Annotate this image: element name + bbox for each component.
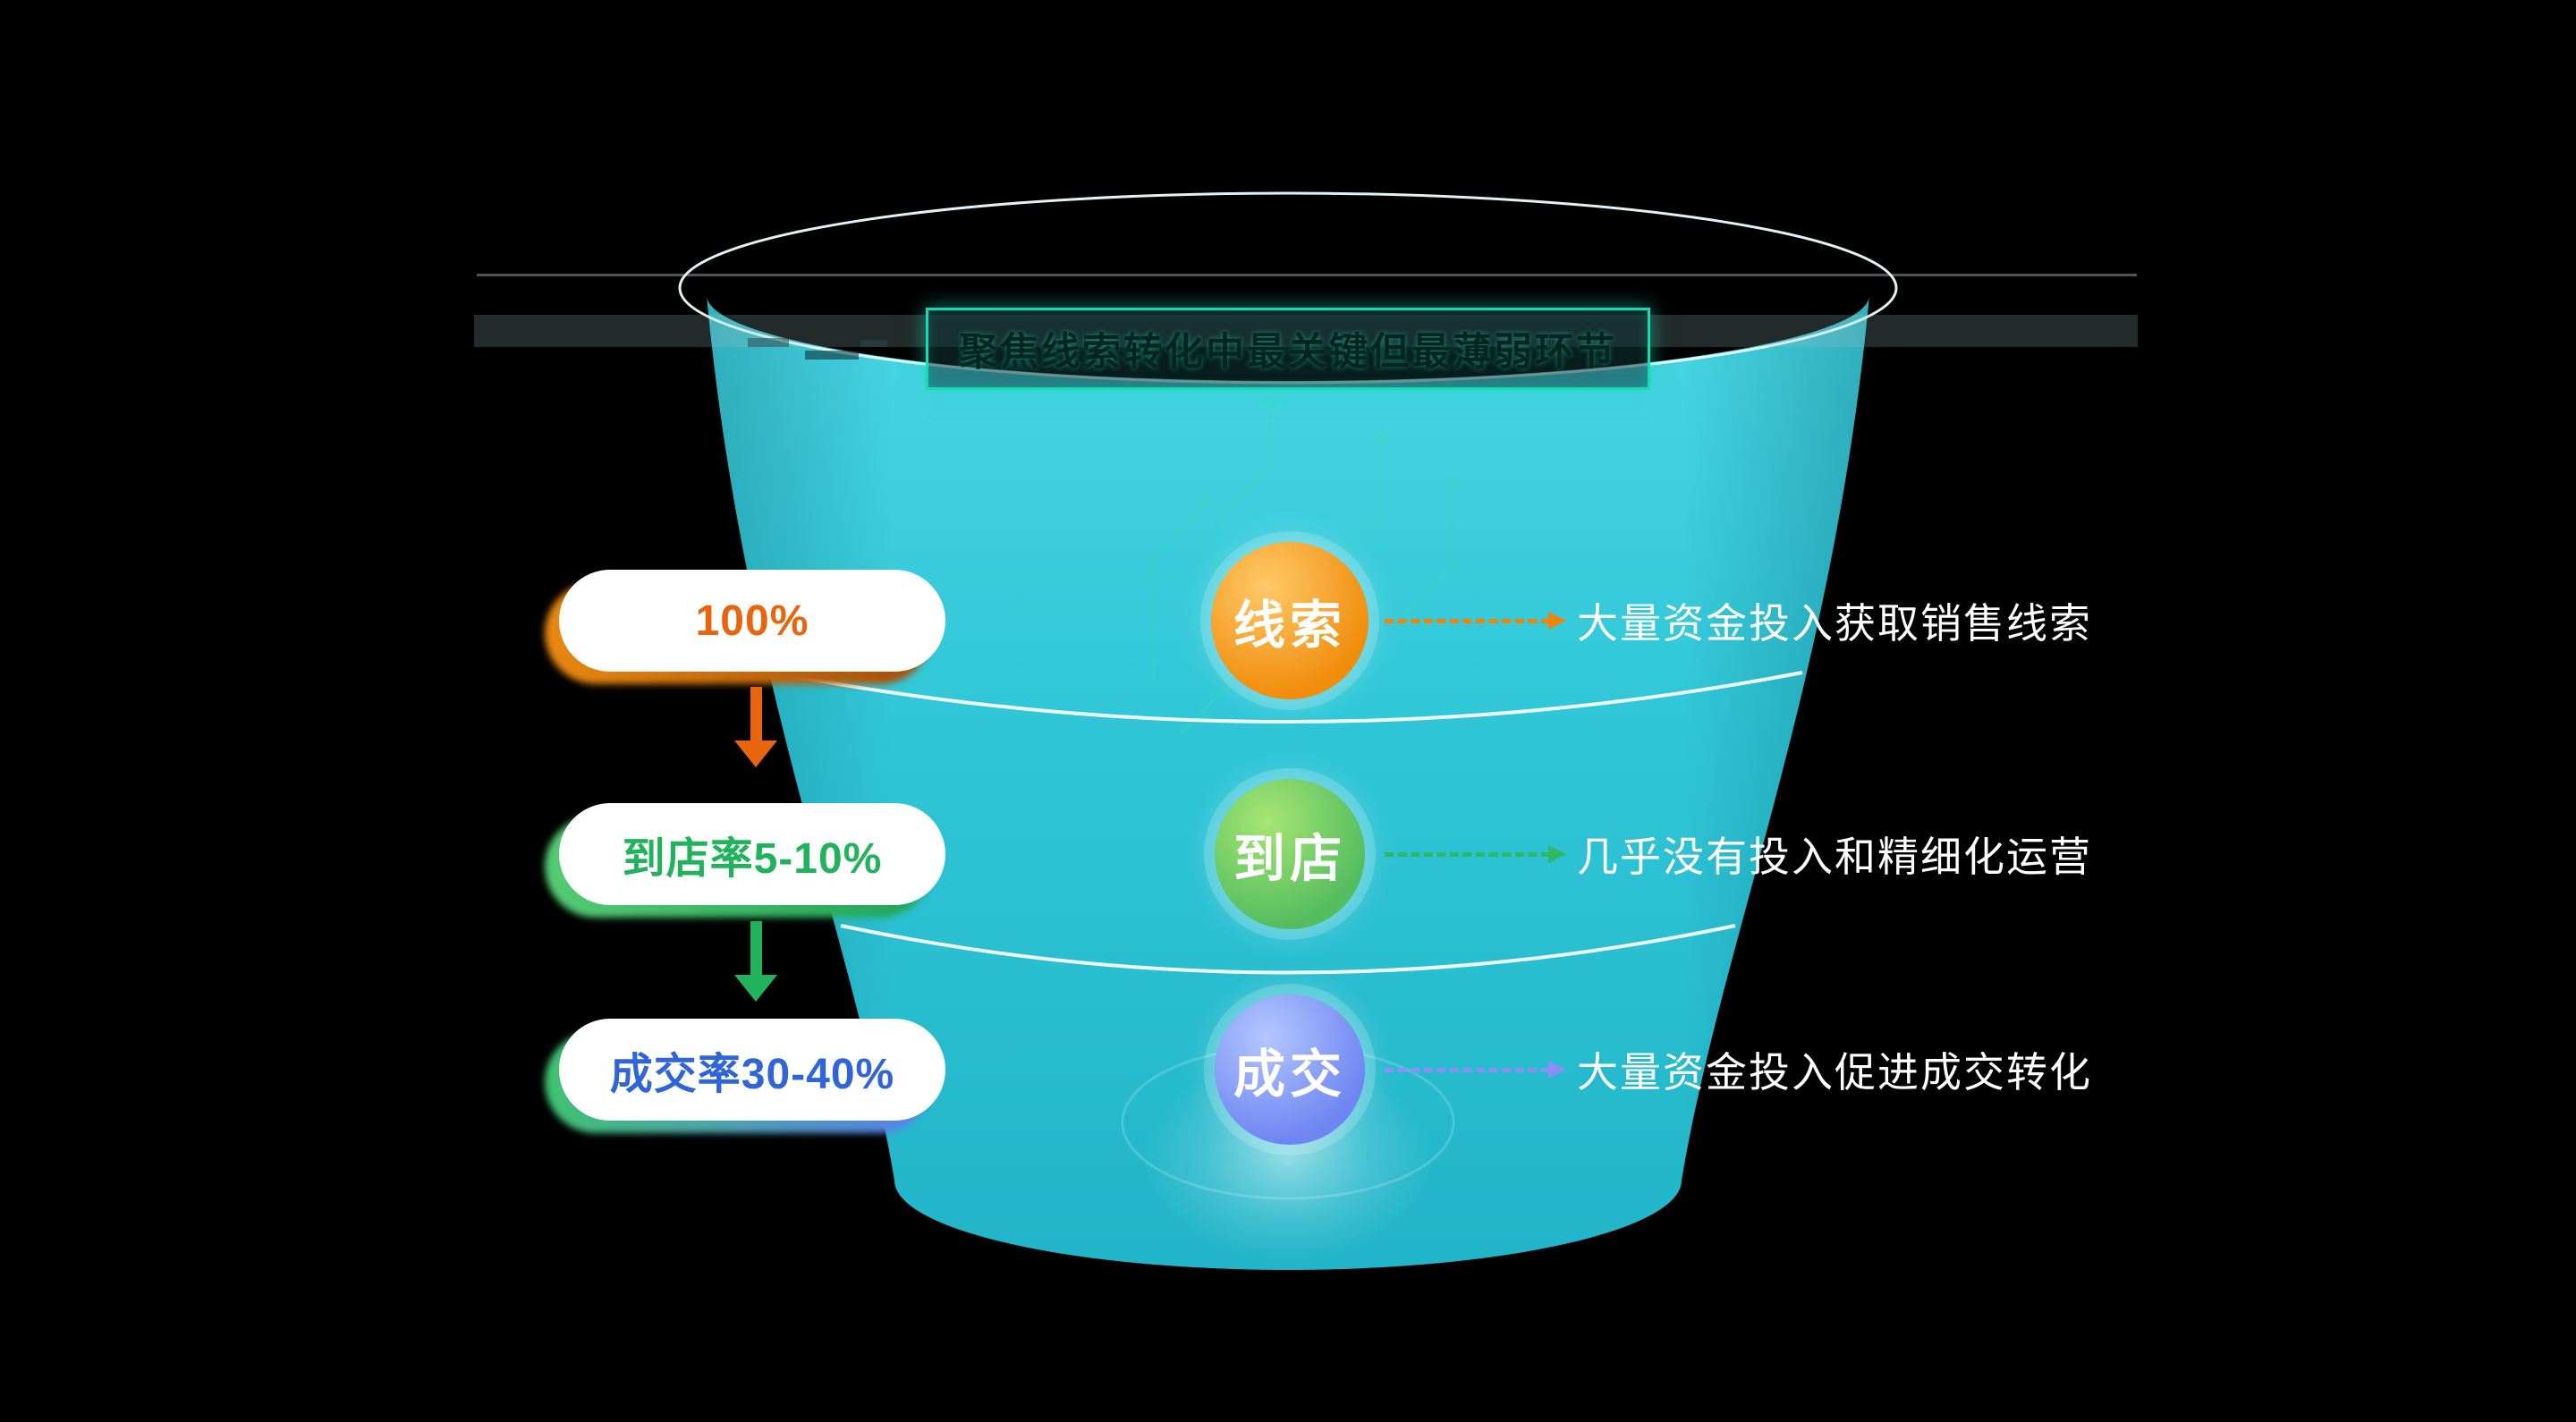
divider-arc-visit-deal <box>840 924 1736 975</box>
down-arrow-head <box>734 975 777 1002</box>
rate-pill-visit-label: 到店率5-10% <box>622 835 883 883</box>
funnel-node-deal-label: 成交 <box>1233 1045 1346 1104</box>
funnel-node-deal: 成交 <box>1215 995 1365 1145</box>
glitch-line <box>477 274 2137 276</box>
divider-arc-leads-visit <box>773 671 1803 724</box>
funnel-node-leads: 线索 <box>1211 542 1368 699</box>
down-arrow-head <box>734 741 777 767</box>
down-arrow-icon-2 <box>734 921 777 1002</box>
title-box: 聚焦线索转化中最关键但最薄弱环节 <box>926 308 1650 390</box>
note-deal-text: 大量资金投入促进成交转化 <box>1577 1049 2092 1096</box>
rate-pill-leads: 100% <box>545 570 945 684</box>
funnel-node-visit-label: 到店 <box>1233 830 1346 888</box>
funnel-node-visit: 到店 <box>1215 779 1365 929</box>
dashed-arrow-icon-visit <box>1385 844 1566 863</box>
dashed-arrow-icon-deal <box>1385 1060 1566 1079</box>
dashed-arrow-icon-leads <box>1385 611 1566 630</box>
rate-pill-visit-body: 到店率5-10% <box>559 803 945 905</box>
bottom-glow <box>1145 1055 1431 1261</box>
down-arrow-icon-1 <box>734 687 777 767</box>
rate-pill-deal-label: 成交率30-40% <box>609 1051 895 1098</box>
note-deal: 大量资金投入促进成交转化 <box>1385 1040 2092 1099</box>
page-title: 聚焦线索转化中最关键但最薄弱环节 <box>959 331 1617 374</box>
rate-pill-deal-body: 成交率30-40% <box>559 1019 945 1121</box>
rate-pill-deal: 成交率30-40% <box>545 1019 945 1133</box>
note-leads-text: 大量资金投入获取销售线索 <box>1577 600 2092 647</box>
note-visit-text: 几乎没有投入和精细化运营 <box>1577 834 2092 880</box>
down-arrow-shaft <box>750 687 762 741</box>
down-arrow-shaft <box>750 921 762 975</box>
circuit-decoration <box>1152 395 1460 734</box>
rate-pill-leads-label: 100% <box>695 597 809 645</box>
rate-pill-leads-body: 100% <box>559 570 945 672</box>
note-leads: 大量资金投入获取销售线索 <box>1385 591 2092 650</box>
funnel-node-leads-label: 线索 <box>1233 597 1346 655</box>
rate-pill-visit: 到店率5-10% <box>545 803 945 918</box>
glitch-marks <box>748 338 887 360</box>
note-visit: 几乎没有投入和精细化运营 <box>1385 825 2092 884</box>
